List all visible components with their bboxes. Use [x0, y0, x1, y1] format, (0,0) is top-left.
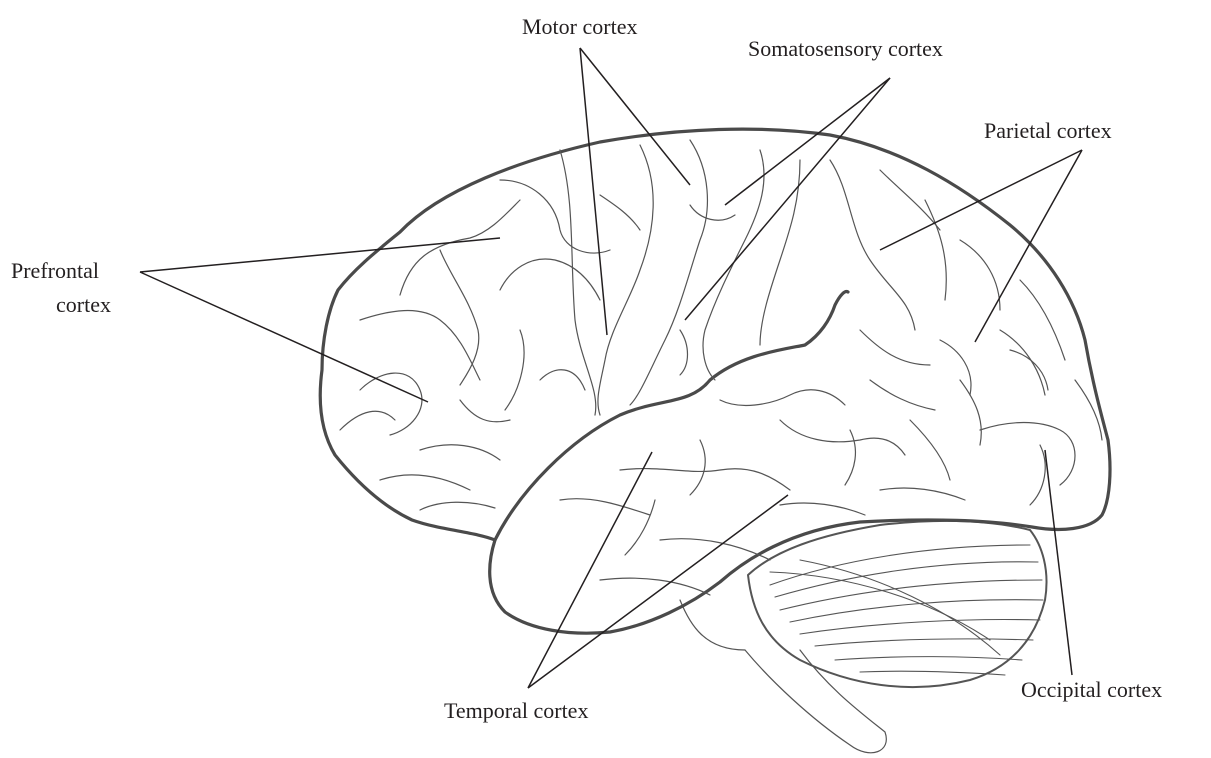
leader-lines [140, 48, 1082, 688]
label-temporal-cortex: Temporal cortex [444, 698, 588, 724]
label-parietal-cortex: Parietal cortex [984, 118, 1112, 144]
brainstem [680, 600, 886, 753]
label-somatosensory-cortex: Somatosensory cortex [748, 36, 943, 62]
label-motor-cortex: Motor cortex [522, 14, 637, 40]
label-prefrontal-cortex-line2: cortex [56, 292, 111, 318]
label-occipital-cortex: Occipital cortex [1021, 677, 1162, 703]
cerebrum-outline [320, 129, 1110, 633]
cerebellum [748, 521, 1047, 687]
label-prefrontal-cortex-line1: Prefrontal [11, 258, 99, 284]
